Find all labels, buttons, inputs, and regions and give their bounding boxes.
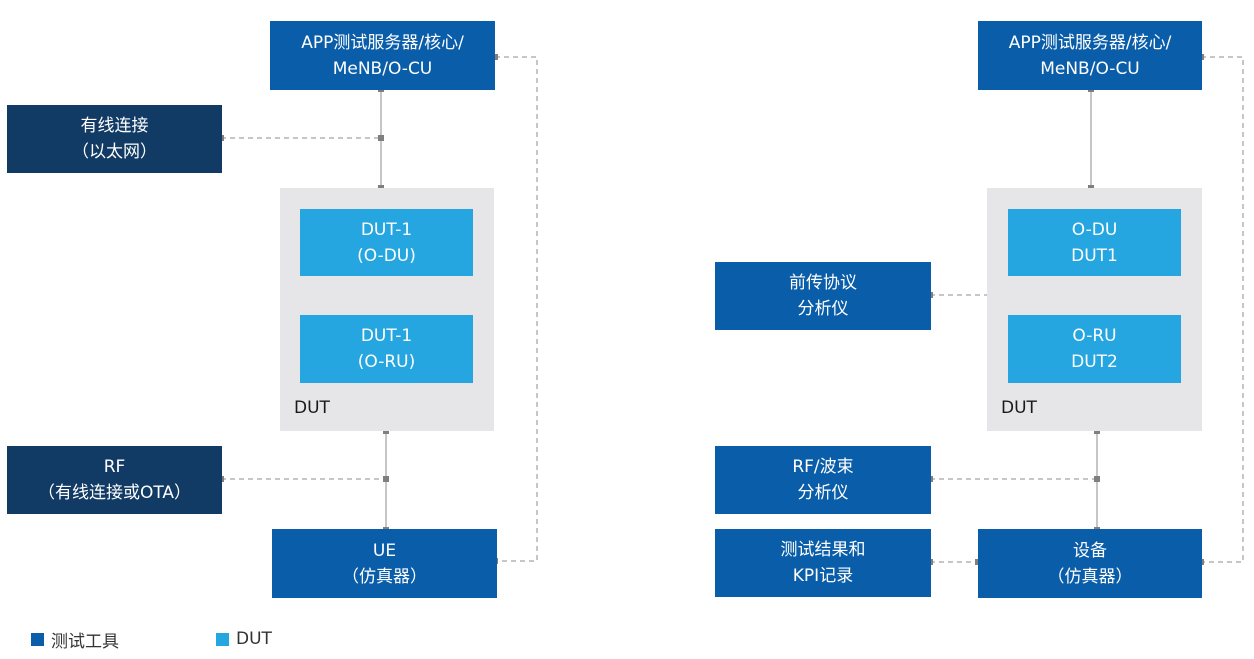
left-ue-line1: UE <box>372 540 397 561</box>
right-results-kpi-box: 测试结果和 KPI记录 <box>715 529 931 597</box>
right-oru-line1: O-RU <box>1072 326 1117 346</box>
left-rf-line2: （有线连接或OTA） <box>37 483 192 503</box>
legend-test-tool-swatch <box>31 632 44 646</box>
right-rf-line2: 分析仪 <box>797 483 849 503</box>
right-oru-box: O-RU DUT2 <box>1008 315 1181 383</box>
dash-r-server-device-loop <box>1201 56 1244 563</box>
right-fronthaul-line2: 分析仪 <box>797 299 849 319</box>
left-wired-line2: （以太网） <box>72 142 157 162</box>
left-dut-oru-box: DUT-1 (O-RU) <box>300 315 473 383</box>
right-device-line2: （仿真器） <box>1047 566 1133 587</box>
left-rf-box: RF （有线连接或OTA） <box>7 446 222 514</box>
right-device-line1: 设备 <box>1073 540 1107 561</box>
left-dut-odu-line1: DUT-1 <box>360 219 413 240</box>
left-app-server-line1: APP测试服务器/核心/ <box>301 32 464 53</box>
right-results-line2: KPI记录 <box>792 566 854 586</box>
left-app-server-line2: MeNB/O-CU <box>332 58 433 79</box>
left-rf-line1: RF <box>103 457 126 477</box>
right-app-server-box: APP测试服务器/核心/ MeNB/O-CU <box>978 21 1202 90</box>
legend-test-tool-label: 测试工具 <box>51 631 119 652</box>
right-results-line1: 测试结果和 <box>780 540 866 560</box>
left-dut-oru-line1: DUT-1 <box>360 326 413 346</box>
left-wired-connection-box: 有线连接 （以太网） <box>7 105 222 173</box>
right-dut-group-label: DUT <box>1001 398 1037 418</box>
left-ue-box: UE （仿真器） <box>272 529 497 598</box>
right-odu-box: O-DU DUT1 <box>1008 209 1181 276</box>
left-dut-odu-line2: (O-DU) <box>357 245 416 266</box>
right-odu-line1: O-DU <box>1071 219 1118 240</box>
left-app-server-box: APP测试服务器/核心/ MeNB/O-CU <box>270 21 495 90</box>
right-rf-line1: RF/波束 <box>792 457 854 477</box>
right-odu-line2: DUT1 <box>1071 245 1118 266</box>
legend-test-tool: 测试工具 <box>31 627 119 652</box>
right-rf-beam-analyzer-box: RF/波束 分析仪 <box>715 446 931 514</box>
right-fronthaul-analyzer-box: 前传协议 分析仪 <box>715 262 931 330</box>
legend-dut: DUT <box>216 627 272 651</box>
right-fronthaul-line1: 前传协议 <box>789 273 857 293</box>
right-oru-line2: DUT2 <box>1071 352 1118 372</box>
left-dut-odu-box: DUT-1 (O-DU) <box>300 209 473 276</box>
right-device-emulator-box: 设备 （仿真器） <box>978 529 1202 598</box>
left-ue-line2: （仿真器） <box>342 566 427 587</box>
left-dut-oru-line2: (O-RU) <box>357 352 416 372</box>
legend-dut-label: DUT <box>236 629 272 649</box>
right-app-server-line2: MeNB/O-CU <box>1040 58 1140 79</box>
dash-server-ue-loop <box>495 56 538 562</box>
right-app-server-line1: APP测试服务器/核心/ <box>1008 32 1172 53</box>
legend-dut-swatch <box>216 632 229 646</box>
left-dut-group-label: DUT <box>294 398 330 418</box>
left-wired-line1: 有线连接 <box>80 116 149 136</box>
